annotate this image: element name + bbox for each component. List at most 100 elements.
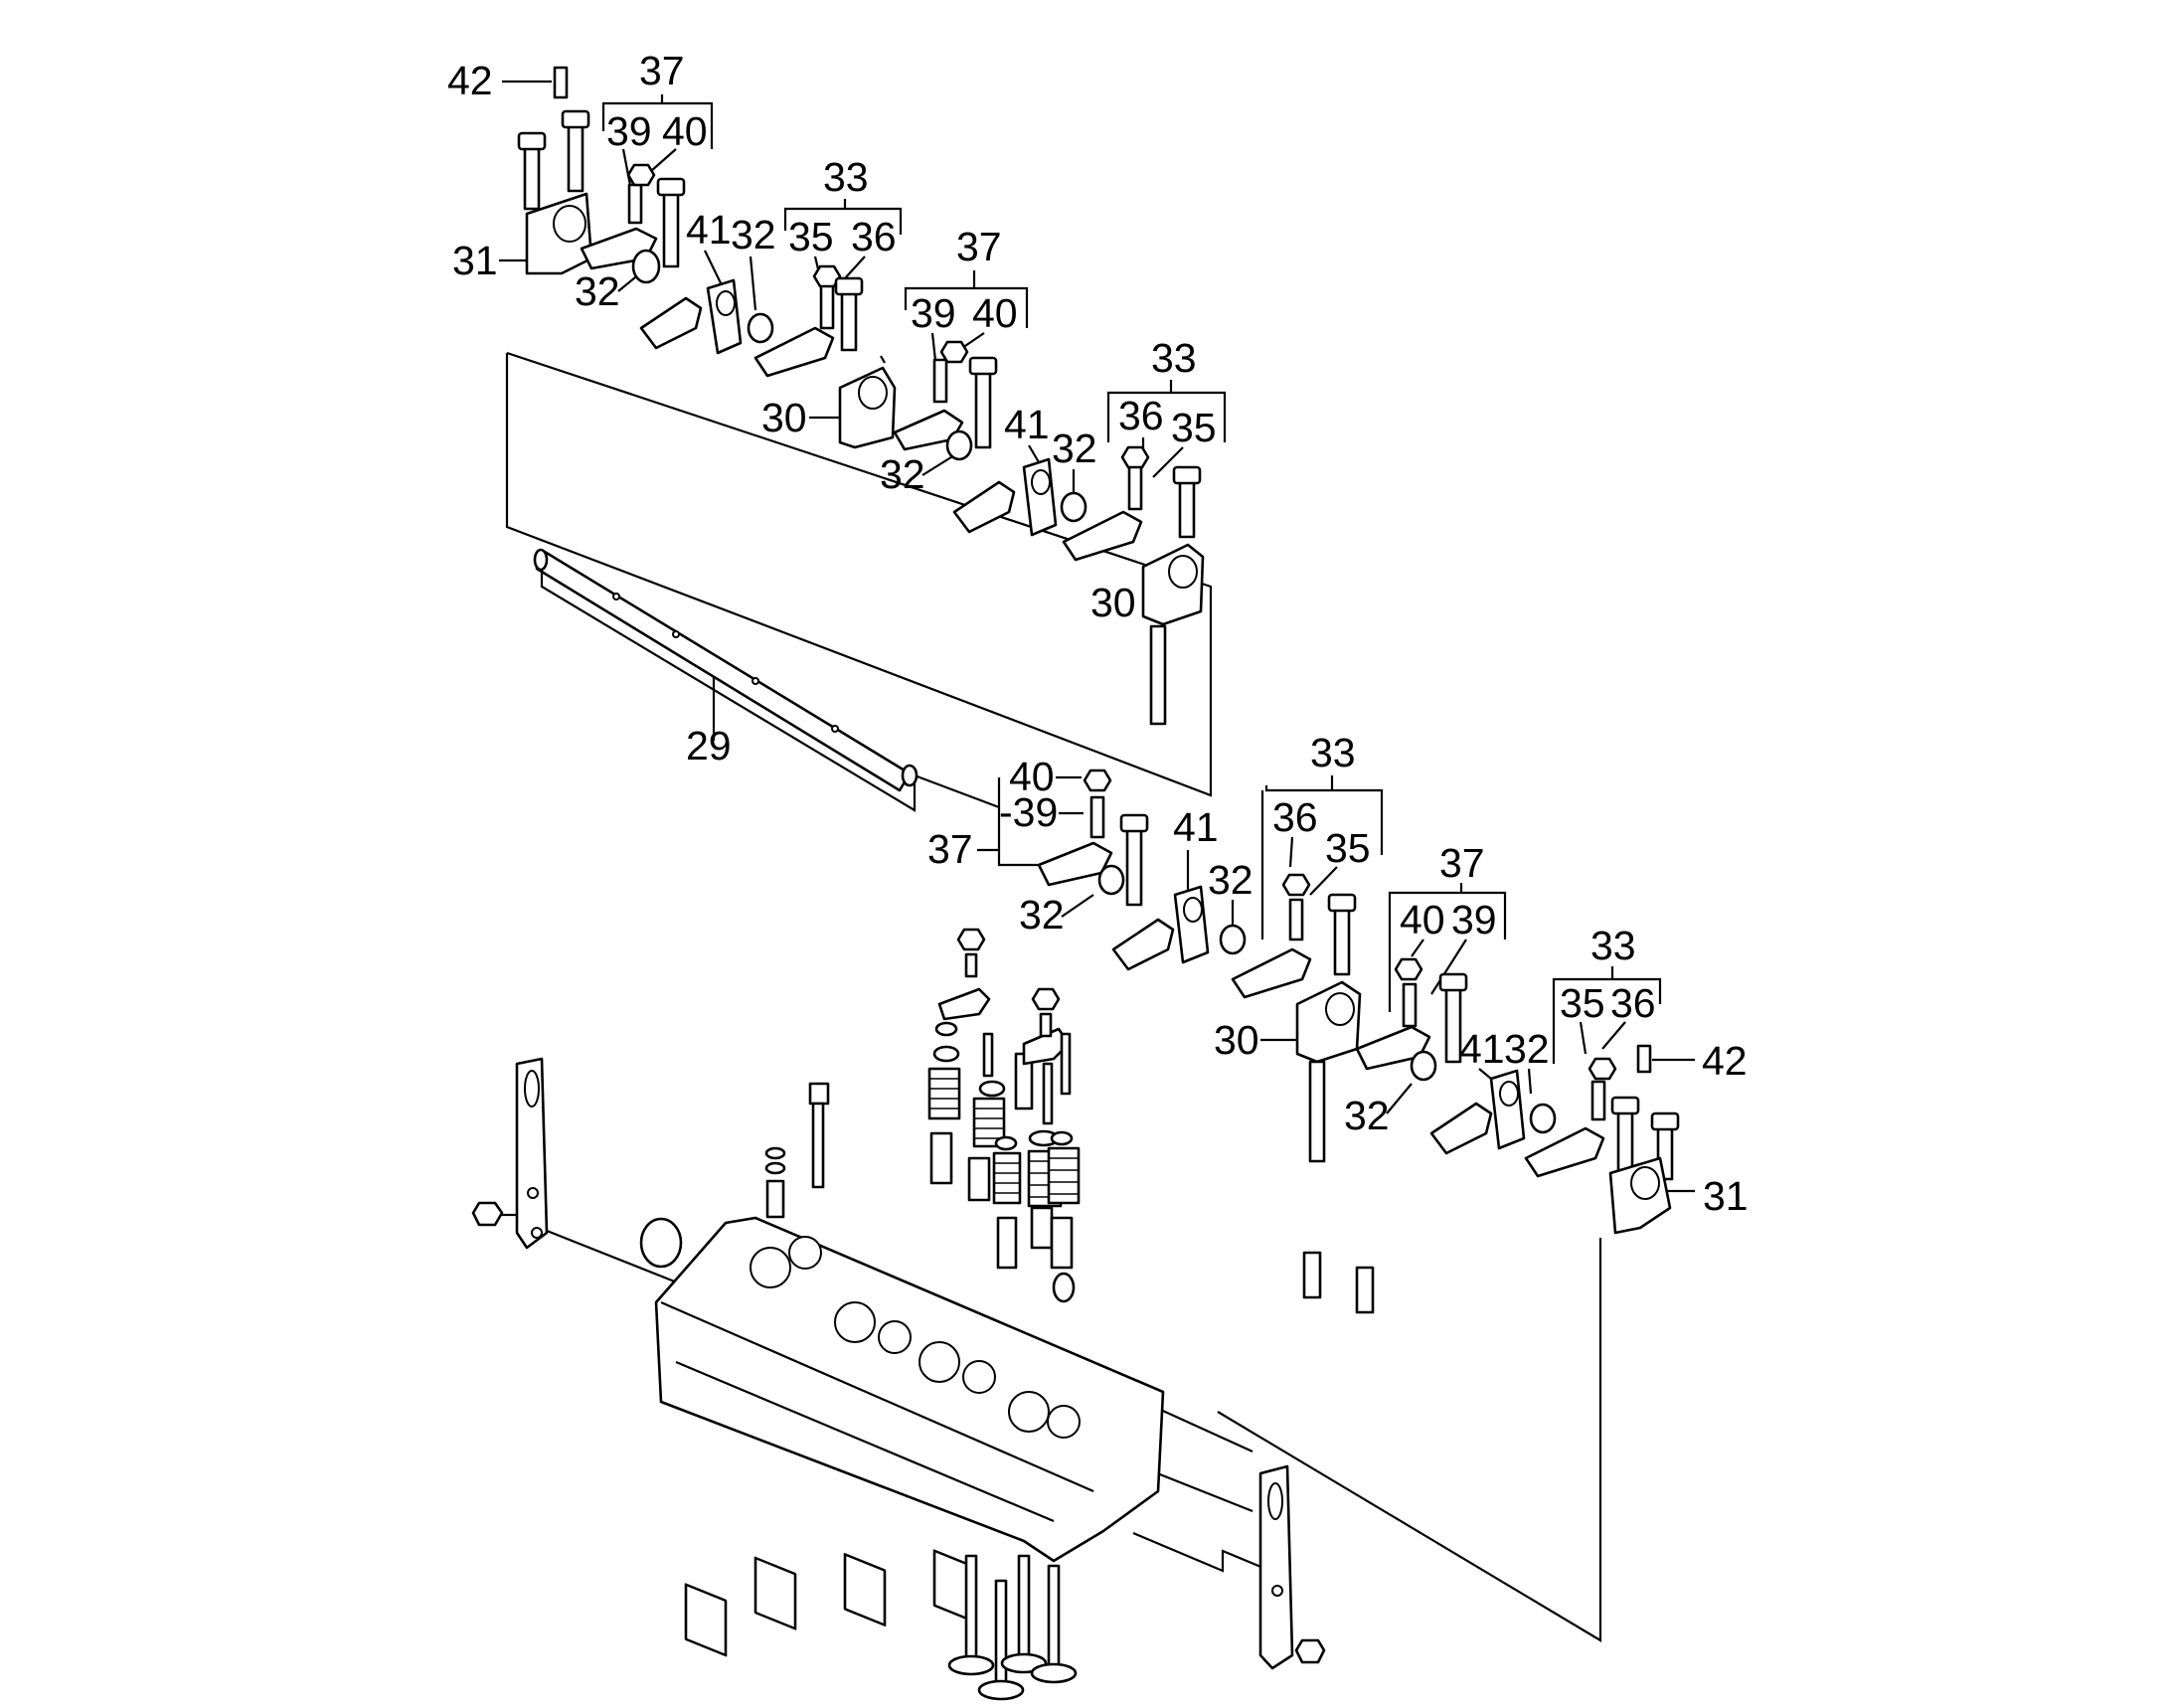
bolt-mid-33 [1178, 475, 1196, 539]
adjust-screw-35-mid [1127, 463, 1143, 511]
adjust-screw-39-mid [932, 358, 948, 404]
shaft-extension-line [914, 773, 1000, 809]
callout-39-d: 39 [1451, 897, 1497, 942]
valve-retainer-1 [932, 1045, 960, 1063]
callout-32-b: 32 [731, 212, 776, 257]
valve-stem-4 [964, 1554, 978, 1667]
core-plug [639, 1217, 683, 1269]
head-port-2 [753, 1556, 797, 1630]
adjust-screw-35-lower-d [1590, 1080, 1606, 1121]
callout-41-c: 41 [1173, 804, 1219, 850]
callout-37-top: 37 [639, 48, 685, 93]
callout-35-c: 35 [1325, 825, 1371, 871]
bolt-head-top-right [561, 109, 590, 129]
callout-35-d: 35 [1560, 980, 1605, 1026]
callout-29: 29 [686, 723, 732, 769]
lifting-eye-right [1267, 1482, 1283, 1520]
bracket-37-top [601, 101, 714, 149]
small-guide-1 [765, 1179, 785, 1219]
callout-37-d: 37 [1439, 840, 1485, 886]
callout-39-top: 39 [606, 108, 652, 154]
bolt-top-33 [840, 286, 858, 352]
bolt-top-mid [662, 187, 680, 268]
rocker-arm-33-top [753, 326, 835, 378]
plug-42-top [553, 66, 569, 99]
valve-spring-1 [927, 1067, 961, 1120]
callout-31-top: 31 [452, 238, 498, 283]
lifting-bracket-left-hole-1 [527, 1187, 539, 1199]
leader-35-c [1309, 866, 1338, 896]
bolt-lower [1125, 823, 1143, 907]
bolt-head-lower-33 [1327, 893, 1357, 913]
washer-32-lower-a [1097, 864, 1125, 896]
valve-screw-2 [1039, 1012, 1053, 1038]
callout-32-g: 32 [1344, 1093, 1390, 1138]
valve-cap-2 [994, 1135, 1018, 1151]
rocker-lever-mid [952, 480, 1016, 534]
lock-nut-36-top [812, 264, 842, 288]
bolt-head-top-mid [656, 177, 686, 197]
bracket-30-mid-bore [1168, 555, 1198, 589]
bolt-lower-d [1444, 982, 1462, 1064]
leader-35-b [1152, 446, 1184, 478]
leader-32-h [1527, 1068, 1533, 1095]
callout-40-top: 40 [662, 108, 708, 154]
valve-train [764, 928, 1375, 1314]
bolt-head-top-left [517, 131, 547, 151]
plug-42-bottom [1636, 1044, 1652, 1074]
callout-30-a: 30 [761, 395, 807, 440]
bracket-37-b [904, 286, 1029, 328]
shaft-end-cap-left [533, 548, 549, 572]
valve-nut-2 [1031, 987, 1061, 1011]
leader-41-b [1028, 444, 1040, 463]
shaft-oil-hole-1 [612, 593, 620, 600]
callout-42-top: 42 [447, 58, 493, 103]
bracket-33-a [783, 207, 903, 235]
callout-33-b: 33 [1151, 335, 1197, 381]
callout-37-b: 37 [956, 224, 1002, 269]
bracket-33-c [1264, 785, 1384, 855]
stud-mid [1149, 624, 1167, 726]
rocker-lever-lower-d [1429, 1102, 1493, 1155]
callout-42-bottom: 42 [1702, 1038, 1748, 1084]
bracket-30-bore [858, 376, 888, 410]
valve-guide-3 [996, 1216, 1018, 1270]
head-mid-edge [675, 1360, 1055, 1523]
rocker-bore-lower [1183, 897, 1203, 923]
top-rocker-assembly [517, 66, 864, 378]
leader-36-a [844, 256, 866, 279]
bolt-lower-33 [1333, 903, 1351, 976]
rocker-arm-33-lower-d [1524, 1126, 1605, 1178]
valve-guide-4 [1030, 1206, 1054, 1250]
lifting-bracket-right [1258, 1464, 1294, 1670]
bracket-bore [553, 205, 586, 243]
callout-41-d: 41 [1459, 1026, 1505, 1072]
valve-head-2 [977, 1679, 1025, 1701]
valve-guide-1 [929, 1131, 953, 1185]
rocker-bore [716, 290, 736, 316]
lock-nut-40-lower [1083, 769, 1112, 792]
callout-30-c: 30 [1214, 1017, 1259, 1063]
valve-stem-2 [1042, 1062, 1054, 1125]
bracket-33-b [1106, 391, 1227, 442]
valve-stem-3 [1060, 1032, 1072, 1096]
shaft-end-plug-right [901, 764, 919, 787]
bracket-30-lower-bore [1325, 992, 1355, 1026]
callout-35-a: 35 [788, 214, 834, 259]
bolt-head-bottom-left [1610, 1096, 1640, 1115]
callout-32-d: 32 [1052, 426, 1097, 471]
middle-rocker-assembly [838, 340, 1205, 726]
bracket-31-bottom-bore [1630, 1166, 1660, 1200]
assembly-line-right [1217, 1238, 1602, 1642]
bracket-33-d [1552, 977, 1662, 1064]
rocker-arm-33-mid [1062, 510, 1143, 562]
shaft-oil-hole-4 [831, 725, 839, 733]
valve-cap-1 [934, 1021, 958, 1037]
rocker-bore-mid [1031, 469, 1051, 495]
small-guide-2 [1302, 1251, 1322, 1299]
valve-seat-4 [878, 1320, 912, 1354]
callout-40-b: 40 [972, 290, 1018, 336]
shaft-oil-hole-2 [672, 630, 680, 638]
